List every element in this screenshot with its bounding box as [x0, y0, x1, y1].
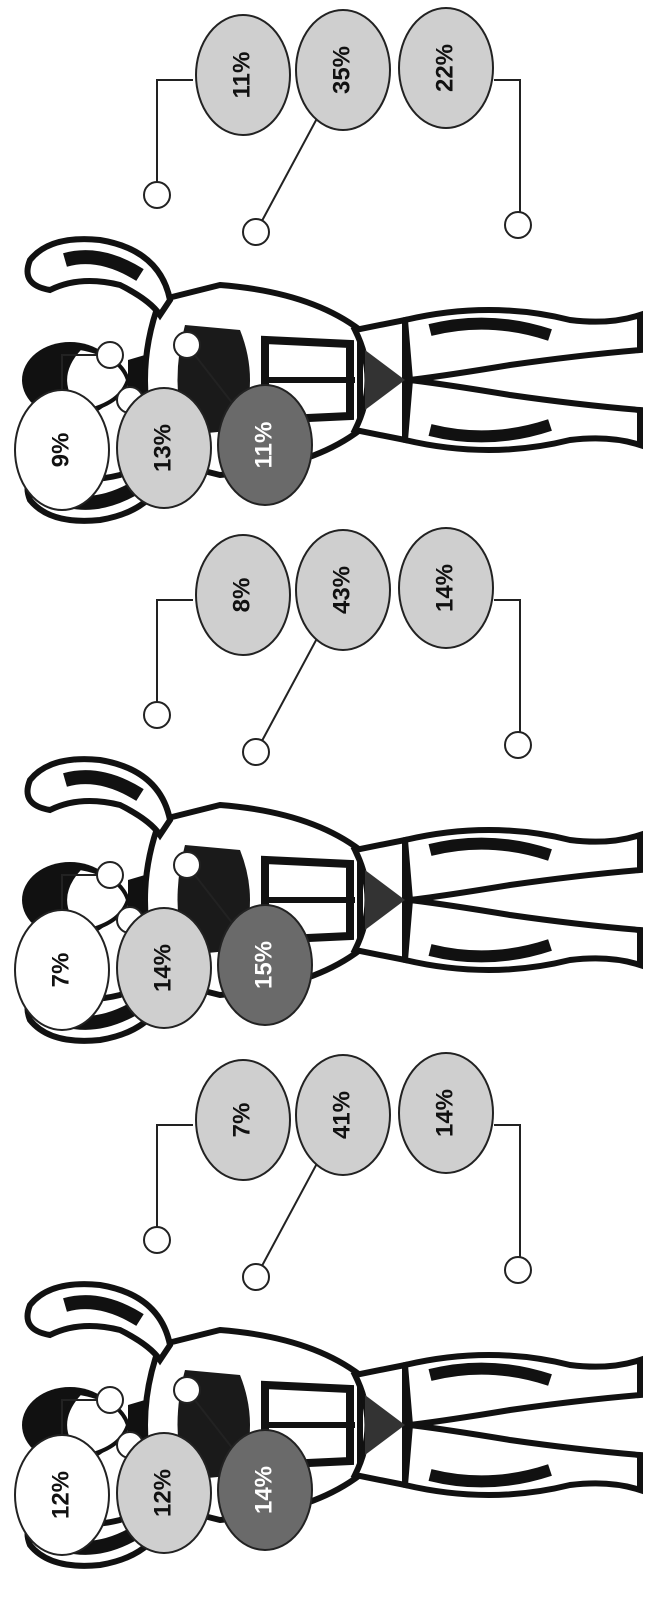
figure-2: 7% 14% 15% 8% 43% 14%: [15, 528, 640, 1041]
muscle-marker: [144, 182, 170, 208]
muscle-marker: [174, 1377, 200, 1403]
muscle-marker: [505, 732, 531, 758]
leader-line: [157, 600, 193, 715]
leader-line: [494, 600, 520, 740]
percentage-callout: 22%: [399, 8, 531, 238]
muscle-marker: [243, 219, 269, 245]
leader-line: [494, 80, 520, 220]
muscle-marker: [243, 1264, 269, 1290]
percentage-label: 14%: [431, 564, 458, 612]
percentage-label: 15%: [250, 941, 277, 989]
leader-line: [494, 1125, 520, 1265]
percentage-callout: 8%: [144, 535, 290, 728]
percentage-label: 11%: [228, 52, 255, 99]
bodybuilder-figure: [22, 759, 640, 1041]
bodybuilder-figure: [22, 239, 640, 521]
bodybuilder-figure: [22, 1284, 640, 1566]
muscle-marker: [97, 342, 123, 368]
percentage-callout: 12%: [117, 1432, 211, 1553]
percentage-label: 14%: [250, 1466, 277, 1514]
muscle-marker: [174, 852, 200, 878]
percentage-label: 43%: [328, 566, 355, 614]
muscle-marker: [97, 862, 123, 888]
percentage-label: 7%: [228, 1103, 255, 1138]
figure-3: 9% 13% 11% 11% 35% 22%: [15, 8, 640, 521]
percentage-label: 22%: [431, 44, 458, 92]
percentage-label: 13%: [149, 424, 176, 472]
muscle-marker: [144, 702, 170, 728]
muscle-marker: [243, 739, 269, 765]
leader-line: [157, 80, 193, 195]
muscle-marker: [144, 1227, 170, 1253]
muscle-marker: [505, 212, 531, 238]
percentage-callout: 7%: [144, 1060, 290, 1253]
percentage-callout: 13%: [117, 387, 211, 508]
percentage-label: 12%: [149, 1469, 176, 1517]
muscle-marker: [505, 1257, 531, 1283]
percentage-label: 7%: [47, 953, 74, 988]
percentage-label: 41%: [328, 1091, 355, 1139]
percentage-label: 14%: [431, 1089, 458, 1137]
leader-line: [157, 1125, 193, 1240]
percentage-label: 8%: [228, 578, 255, 613]
percentage-label: 9%: [47, 433, 74, 468]
muscle-marker: [174, 332, 200, 358]
percentage-label: 35%: [328, 46, 355, 94]
percentage-callout: 14%: [399, 528, 531, 758]
percentage-callout: 14%: [399, 1053, 531, 1283]
percentage-label: 14%: [149, 944, 176, 992]
percentage-callout: 11%: [144, 15, 290, 208]
percentage-callout: 14%: [117, 907, 211, 1028]
percentage-label: 12%: [47, 1471, 74, 1519]
figure-1: 12% 12% 14% 7% 41% 14%: [15, 1053, 640, 1566]
percentage-label: 11%: [250, 422, 277, 469]
muscle-marker: [97, 1387, 123, 1413]
